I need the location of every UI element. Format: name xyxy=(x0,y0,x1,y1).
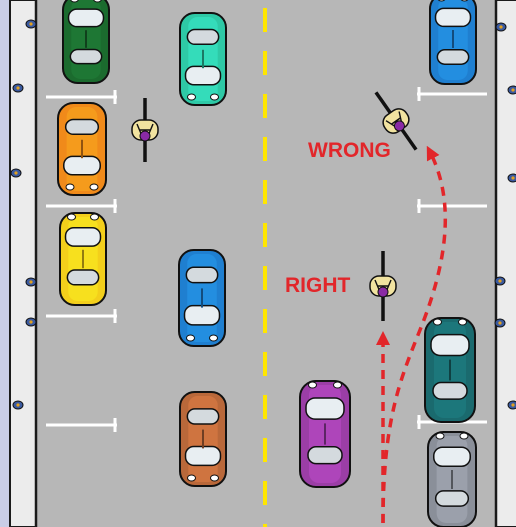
parking-meter-icon xyxy=(508,86,516,94)
car-icon xyxy=(63,0,109,83)
parking-meter-icon xyxy=(13,401,23,409)
parking-meter-icon xyxy=(508,174,516,182)
parking-meter-icon xyxy=(11,169,21,177)
car-icon xyxy=(179,250,225,346)
parking-meter-icon xyxy=(26,20,36,28)
car-icon xyxy=(430,0,476,84)
car-icon xyxy=(58,103,106,195)
parking-meter-icon xyxy=(26,278,36,286)
parking-meter-icon xyxy=(496,23,506,31)
car-icon xyxy=(428,432,476,527)
wrong-label: WRONG xyxy=(308,139,391,162)
car-icon xyxy=(180,392,226,486)
car-icon xyxy=(180,13,226,105)
car-icon xyxy=(300,381,350,487)
left-sidewalk xyxy=(10,0,36,527)
car-icon xyxy=(60,213,106,305)
parking-meter-icon xyxy=(508,401,516,409)
parking-meter-icon xyxy=(13,84,23,92)
right-label: RIGHT xyxy=(285,274,351,297)
right-sidewalk xyxy=(496,0,516,527)
parking-meter-icon xyxy=(495,319,505,327)
parking-meter-icon xyxy=(495,277,505,285)
parking-meter-icon xyxy=(26,318,36,326)
car-icon xyxy=(425,318,475,422)
